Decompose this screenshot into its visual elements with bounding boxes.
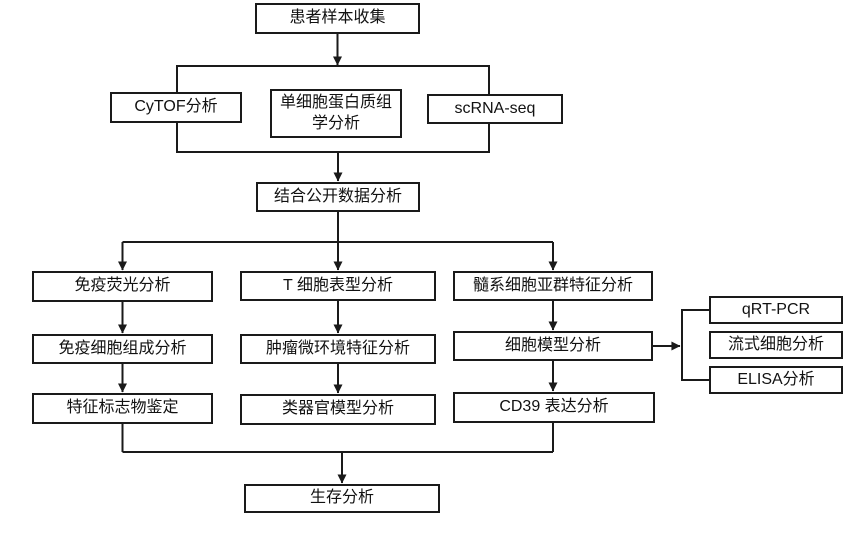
validation-bracket — [681, 309, 709, 381]
node-cytof-analysis: CyTOF分析 — [110, 92, 242, 123]
node-single-cell-proteomics: 单细胞蛋白质组 学分析 — [270, 89, 402, 138]
node-cell-model-analysis: 细胞模型分析 — [453, 331, 653, 361]
node-survival-analysis: 生存分析 — [244, 484, 440, 513]
node-organoid-model-analysis: 类器官模型分析 — [240, 394, 436, 425]
node-t-cell-phenotype-analysis: T 细胞表型分析 — [240, 271, 436, 301]
node-cd39-expression-analysis: CD39 表达分析 — [453, 392, 655, 423]
node-elisa-analysis: ELISA分析 — [709, 366, 843, 394]
node-tumor-microenvironment-analysis: 肿瘤微环境特征分析 — [240, 334, 436, 364]
node-myeloid-subset-characterization: 髓系细胞亚群特征分析 — [453, 271, 653, 301]
node-immunofluorescence-analysis: 免疫荧光分析 — [32, 271, 213, 302]
node-flow-cytometry-analysis: 流式细胞分析 — [709, 331, 843, 359]
node-immune-cell-composition-analysis: 免疫细胞组成分析 — [32, 334, 213, 364]
method-bracket-frame — [176, 65, 490, 153]
node-combined-public-data-analysis: 结合公开数据分析 — [256, 182, 420, 212]
node-qrt-pcr: qRT-PCR — [709, 296, 843, 324]
node-patient-sample-collection: 患者样本收集 — [255, 3, 420, 34]
node-scrna-seq: scRNA-seq — [427, 94, 563, 124]
node-signature-marker-identification: 特征标志物鉴定 — [32, 393, 213, 424]
